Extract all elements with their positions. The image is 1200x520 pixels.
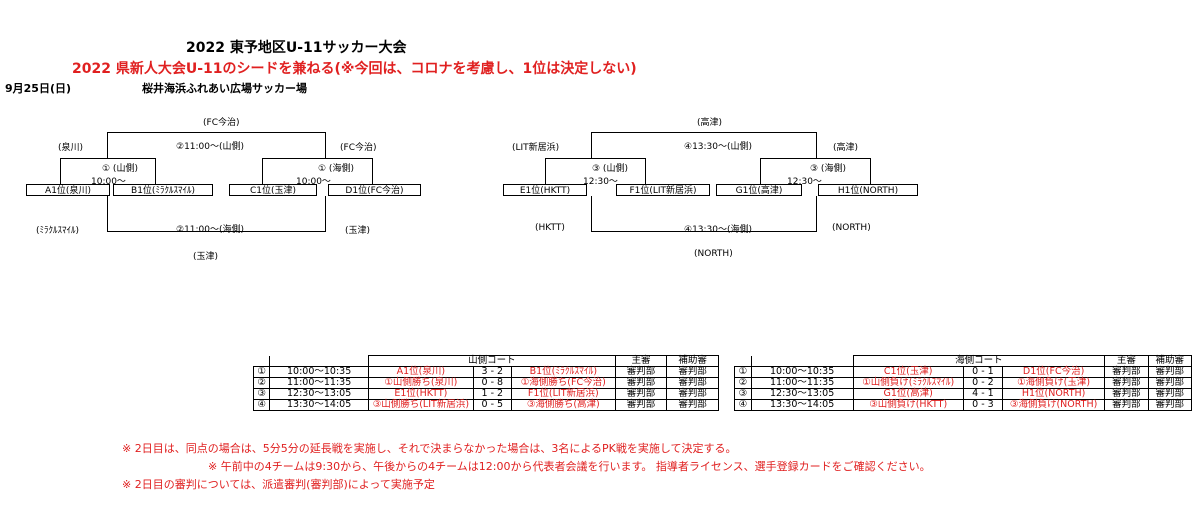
- bracket-right-top-right-label: (高津): [833, 143, 859, 153]
- bracket-right-bottom-left-label: (HKTT): [535, 223, 565, 233]
- bracket-right-bottom-match: ④13:30～(海側): [684, 225, 753, 235]
- event-date: 9月25日(日): [5, 82, 72, 95]
- bracket-right-top-match: ④13:30～(山側): [684, 142, 753, 152]
- table-row: ① 10:00～10:35 C1位(玉津) 0 - 1 D1位(FC今治) 審判…: [734, 366, 1193, 378]
- table-row: ④ 13:30～14:05 ③山側勝ち(LIT新居浜) 0 - 5 ③海側勝ち(…: [252, 399, 719, 411]
- team-box: G1位(高津): [716, 184, 802, 196]
- bracket-right-match1: ③ (山側): [592, 164, 628, 174]
- event-venue: 桜井海浜ふれあい広場サッカー場: [142, 82, 307, 95]
- bracket-left-match2-time: 10:00～: [296, 177, 331, 187]
- schedule-yama-table: 山側コート 主審 補助審 ① 10:00～10:35 A1位(泉川) 3 - 2…: [252, 355, 719, 411]
- bracket-right-bottom-label: (NORTH): [694, 249, 733, 259]
- bracket-left-bottom-right-label: (玉津): [345, 226, 371, 236]
- team-box: A1位(泉川): [26, 184, 110, 196]
- bracket-left-bottom-left-label: (ﾐﾗｸﾙｽﾏｲﾙ): [36, 226, 80, 236]
- page-title: 2022 東予地区U-11サッカー大会: [186, 40, 407, 56]
- bracket-right-match2-time: 12:30～: [787, 177, 822, 187]
- note-3: ※ 2日目の審判については、派遣審判(審判部)によって実施予定: [122, 478, 435, 491]
- bracket-left-winner-label: (FC今治): [203, 118, 240, 128]
- team-box: C1位(玉津): [229, 184, 317, 196]
- team-box: F1位(LIT新居浜): [616, 184, 710, 196]
- bracket-right-match2: ③ (海側): [810, 164, 846, 174]
- table-row: ② 11:00～11:35 ①山側勝ち(泉川) 0 - 8 ①海側勝ち(FC今治…: [252, 377, 719, 389]
- note-1: ※ 2日目は、同点の場合は、5分5分の延長戦を実施し、それで決まらなかった場合は…: [122, 442, 737, 455]
- court-header: 海側コート: [852, 355, 1106, 367]
- bracket-left-top-right-label: (FC今治): [340, 143, 377, 153]
- bracket-left-top-match: ②11:00～(山側): [176, 142, 245, 152]
- assistant-header: 補助審: [666, 355, 719, 367]
- bracket-right-top-left-label: (LIT新居浜): [512, 143, 560, 153]
- table-row: ③ 12:30～13:05 E1位(HKTT) 1 - 2 F1位(LIT新居浜…: [252, 388, 719, 400]
- page-subtitle: 2022 県新人大会U-11のシードを兼ねる(※今回は、コロナを考慮し、1位は決…: [72, 61, 637, 77]
- bracket-left-bottom-match: ②11:00～(海側): [176, 225, 245, 235]
- bracket-right-match1-time: 12:30～: [583, 177, 618, 187]
- team-box: B1位(ﾐﾗｸﾙｽﾏｲﾙ): [113, 184, 213, 196]
- schedule-umi-table: 海側コート 主審 補助審 ① 10:00～10:35 C1位(玉津) 0 - 1…: [734, 355, 1193, 411]
- team-box: E1位(HKTT): [503, 184, 587, 196]
- bracket-left-match1-time: 10:00～: [91, 177, 126, 187]
- bracket-right-bottom-right-label: (NORTH): [832, 223, 871, 233]
- referee-header: 主審: [1104, 355, 1149, 367]
- table-row: ④ 13:30～14:05 ③山側負け(HKTT) 0 - 3 ③海側負け(NO…: [734, 399, 1193, 411]
- team-box: H1位(NORTH): [818, 184, 918, 196]
- bracket-left-bottom-label: (玉津): [193, 252, 219, 262]
- court-header: 山側コート: [368, 355, 616, 367]
- bracket-left-match1: ① (山側): [102, 164, 138, 174]
- assistant-header: 補助審: [1147, 355, 1193, 367]
- table-row: ③ 12:30～13:05 G1位(高津) 4 - 1 H1位(NORTH) 審…: [734, 388, 1193, 400]
- referee-header: 主審: [614, 355, 668, 367]
- bracket-right-winner-label: (高津): [697, 118, 723, 128]
- team-box: D1位(FC今治): [328, 184, 421, 196]
- table-row: ① 10:00～10:35 A1位(泉川) 3 - 2 B1位(ﾐﾗｸﾙｽﾏｲﾙ…: [252, 366, 719, 378]
- bracket-left-match2: ① (海側): [318, 164, 354, 174]
- bracket-left-top-left-label: (泉川): [58, 143, 84, 153]
- table-row: ② 11:00～11:35 ①山側負け(ﾐﾗｸﾙｽﾏｲﾙ) 0 - 2 ①海側負…: [734, 377, 1193, 389]
- note-2: ※ 午前中の4チームは9:30から、午後からの4チームは12:00から代表者会議…: [208, 460, 931, 473]
